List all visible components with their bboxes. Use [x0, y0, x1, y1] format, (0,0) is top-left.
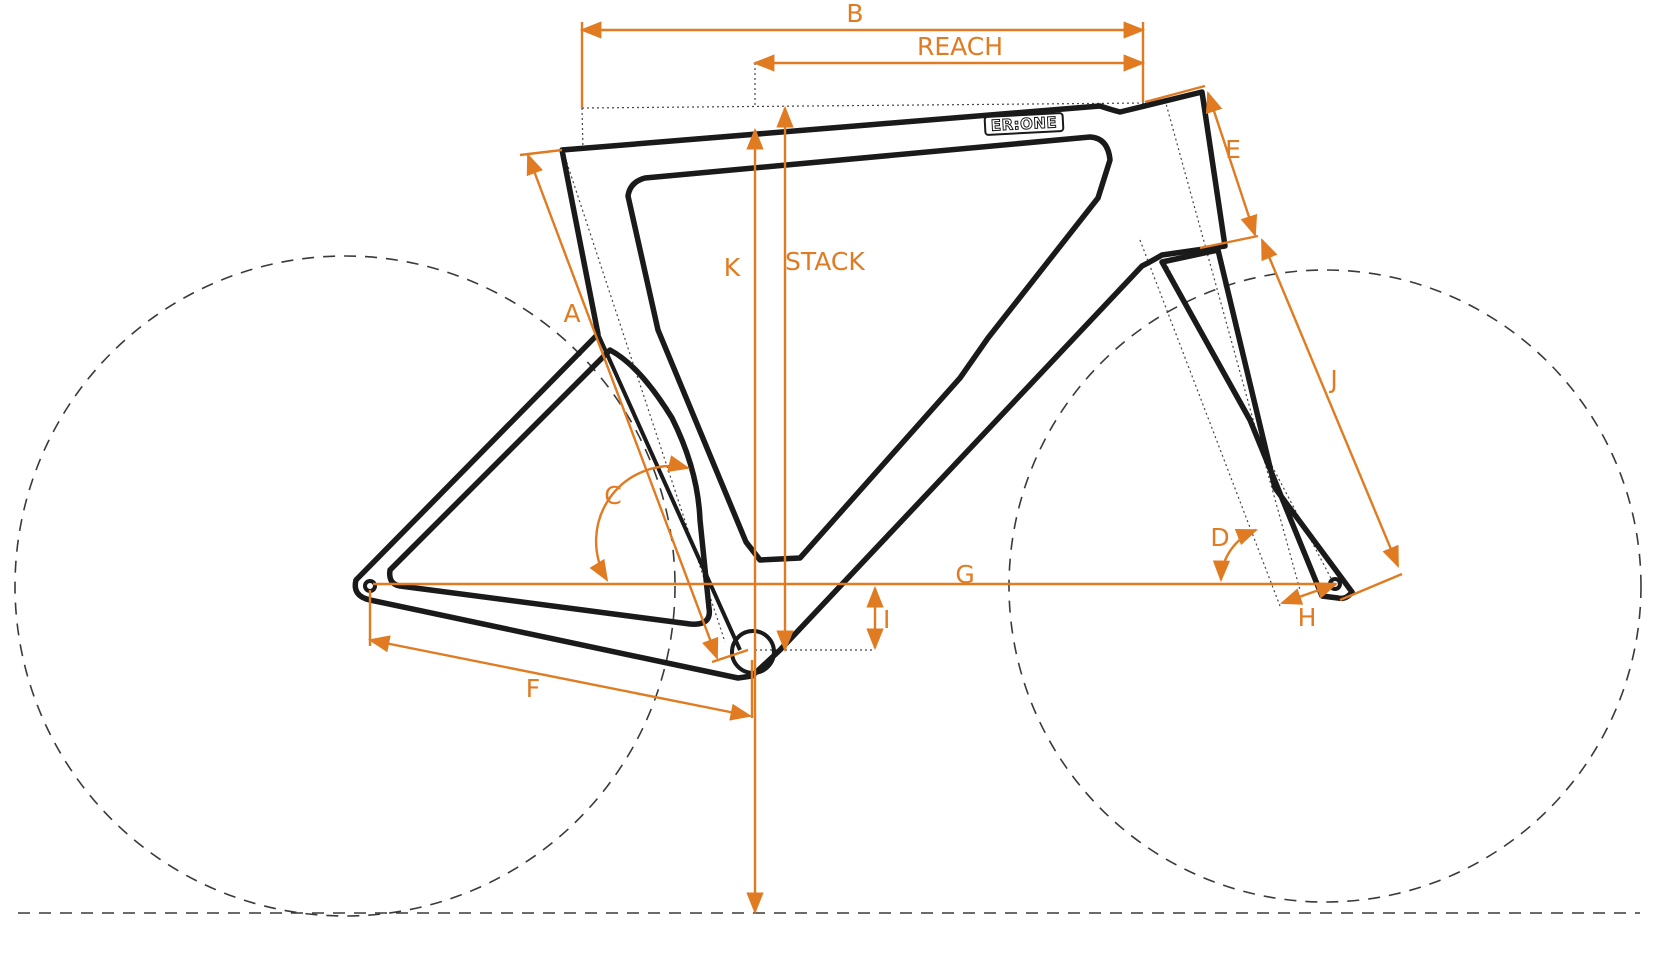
dimension-e-line [1205, 90, 1258, 238]
fork [1159, 247, 1355, 602]
dimension-c-arc [589, 455, 691, 582]
dimension-d-arc [1212, 528, 1259, 583]
brand-decal-text: ER:ONE [990, 113, 1057, 134]
brand-decal: ER:ONE [983, 112, 1065, 136]
dimension-h-line [1279, 582, 1339, 605]
frame-outer [352, 89, 1228, 681]
dimensions [367, 21, 1403, 915]
dimension-labels: B REACH STACK K A E J C D G H I F [526, 0, 1338, 703]
label-h: H [1298, 603, 1317, 632]
label-a: A [563, 299, 580, 328]
label-b: B [846, 0, 863, 28]
label-reach: REACH [917, 32, 1003, 61]
front-wheel-outline [1008, 269, 1642, 903]
label-stack: STACK [785, 247, 865, 276]
label-f: F [526, 674, 540, 703]
dimension-f-line [367, 635, 753, 721]
label-j: J [1328, 365, 1337, 394]
label-d: D [1210, 523, 1229, 552]
dimension-j-line [1260, 238, 1400, 568]
label-e: E [1225, 135, 1241, 164]
bike-frame [352, 89, 1355, 681]
label-i: I [883, 605, 890, 634]
label-k: K [724, 253, 741, 282]
label-c: C [604, 481, 621, 510]
rear-dropout [363, 579, 377, 593]
label-g: G [955, 560, 974, 589]
